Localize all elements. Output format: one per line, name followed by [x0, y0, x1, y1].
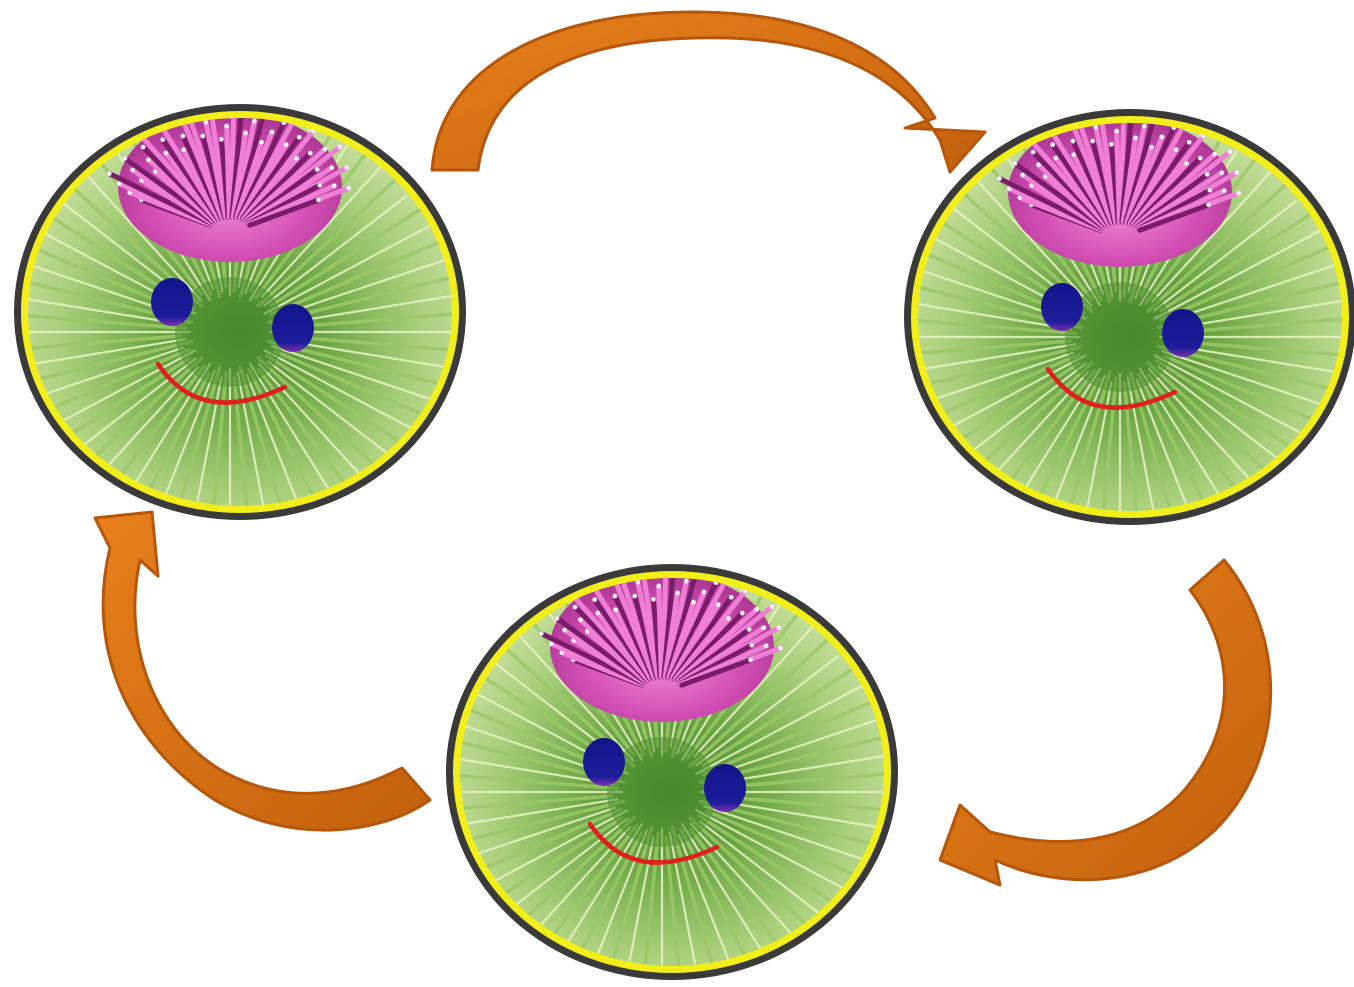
- arrow-face-top-left-to-face-top-right-icon: [432, 12, 985, 172]
- arrow-face-top-right-to-face-bottom-icon: [940, 560, 1271, 885]
- right-eye: [272, 304, 314, 352]
- left-eye: [583, 738, 625, 786]
- face-bottom-node: [406, 557, 926, 987]
- right-eye: [1162, 309, 1204, 357]
- left-eye: [1041, 283, 1083, 331]
- face-top-left-node: [0, 97, 494, 575]
- face-top-right-node: [864, 102, 1354, 580]
- thistle-photo: [406, 557, 926, 987]
- thistle-photo: [0, 97, 494, 575]
- arrow-face-bottom-to-face-top-left-icon: [95, 512, 430, 830]
- right-eye: [704, 764, 746, 812]
- left-eye: [151, 278, 193, 326]
